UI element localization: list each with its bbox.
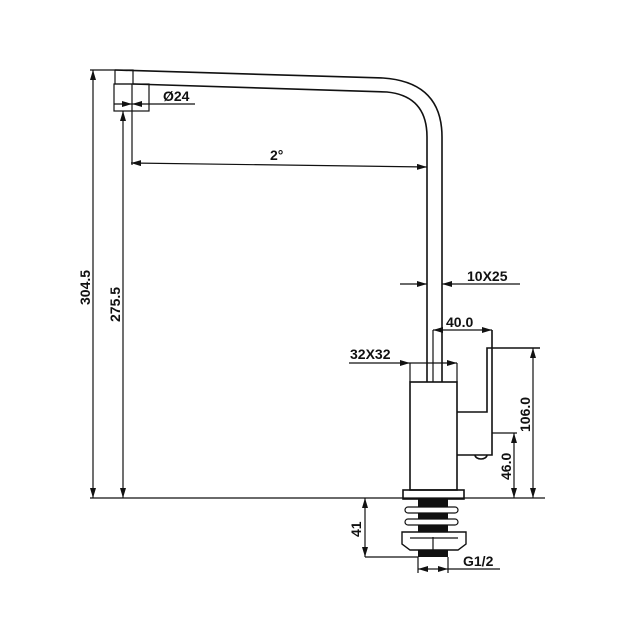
dim-handle-offset: 40.0 — [433, 314, 492, 333]
dim-spout-diameter: Ø24 — [114, 84, 195, 165]
handle-offset-label: 40.0 — [446, 314, 473, 330]
dim-handle-low: 46.0 — [498, 433, 517, 498]
spout-height-label: 275.5 — [107, 287, 123, 322]
thread-label: G1/2 — [463, 553, 494, 569]
dim-thread: G1/2 — [417, 553, 500, 573]
handle-height-label: 106.0 — [517, 397, 533, 432]
spout-angle-label: 2° — [270, 147, 283, 163]
shank — [401, 499, 467, 557]
handle-knob — [474, 454, 488, 460]
body-section-label: 32X32 — [350, 346, 391, 362]
handle-low-label: 46.0 — [498, 453, 514, 480]
spout — [113, 69, 443, 382]
spout-diameter-label: Ø24 — [163, 88, 190, 104]
dim-spout-height: 275.5 — [107, 111, 126, 498]
dim-shank-length: 41 — [348, 498, 418, 558]
dim-spout-angle: 2° — [130, 147, 428, 170]
total-height-label: 304.5 — [77, 270, 93, 305]
shank-length-label: 41 — [348, 521, 364, 537]
dim-body-section: 32X32 — [349, 346, 458, 382]
faucet-body — [402, 330, 540, 500]
dim-total-height: 304.5 — [77, 69, 115, 498]
dim-pipe-section: 10X25 — [400, 268, 520, 287]
pipe-section-label: 10X25 — [467, 268, 508, 284]
dim-handle-height: 106.0 — [517, 348, 536, 498]
